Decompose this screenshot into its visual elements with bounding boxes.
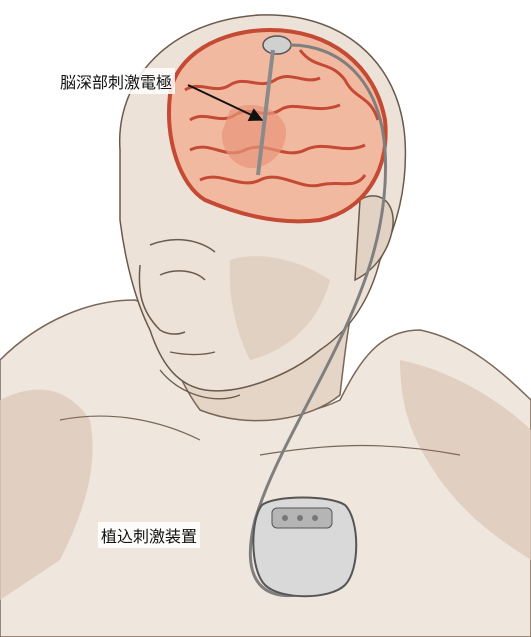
- stimulator-port: [282, 515, 288, 521]
- stimulator-port: [297, 515, 303, 521]
- electrode-cap: [263, 36, 291, 54]
- stimulator-label: 植込刺激装置: [98, 522, 200, 548]
- electrode-label: 脳深部刺激電極: [57, 68, 175, 94]
- stimulator-port: [312, 515, 318, 521]
